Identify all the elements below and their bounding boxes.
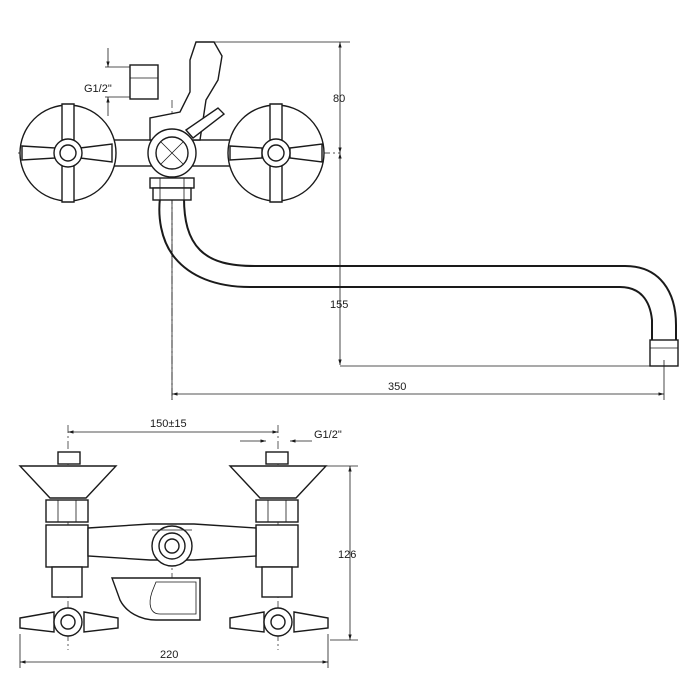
shower-outlet bbox=[129, 41, 226, 141]
left-flange bbox=[18, 465, 118, 499]
right-handle-arm-top bbox=[269, 103, 283, 141]
right-handle-arm-r bbox=[293, 611, 329, 633]
right-flange bbox=[228, 465, 328, 499]
right-handle-arm-left bbox=[229, 145, 263, 161]
right-handle-arm-bottom bbox=[269, 165, 283, 203]
dim-width-label: 220 bbox=[160, 649, 178, 661]
front-thread-dimension: G1/2" bbox=[240, 429, 342, 443]
left-valve bbox=[19, 103, 117, 203]
left-handle-hub-front bbox=[53, 607, 83, 637]
dimension-220: 220 bbox=[19, 634, 329, 668]
left-handle-hub bbox=[53, 138, 83, 168]
top-thread-dimension: G1/2" bbox=[84, 48, 130, 116]
left-valve-stem bbox=[51, 566, 83, 598]
left-handle-arm-r bbox=[83, 611, 119, 633]
left-handle-arm-l bbox=[19, 611, 55, 633]
left-handle-arm-top bbox=[61, 103, 75, 141]
dim-height-label: 126 bbox=[338, 549, 356, 561]
left-handle-arm-bottom bbox=[61, 165, 75, 203]
dim-height-top-label: 80 bbox=[333, 93, 345, 105]
right-valve-front bbox=[228, 451, 329, 637]
dimension-126: 126 bbox=[300, 465, 358, 641]
right-handle-arm-l bbox=[229, 611, 265, 633]
dimension-150: 150±15 bbox=[68, 418, 278, 434]
top-thread-label: G1/2" bbox=[84, 83, 112, 95]
dim-center-distance-label: 150±15 bbox=[150, 418, 187, 430]
left-valve-body bbox=[45, 524, 89, 568]
left-handle-arm-left bbox=[21, 145, 57, 161]
right-valve-body bbox=[255, 524, 299, 568]
right-valve bbox=[227, 103, 325, 203]
dimension-80: 80 bbox=[205, 41, 350, 153]
left-valve-front bbox=[18, 451, 119, 637]
outlet-nipple bbox=[129, 64, 159, 100]
spout-swivel-nut bbox=[149, 177, 195, 201]
right-handle-arm-right bbox=[289, 143, 323, 163]
spout-bracket bbox=[111, 577, 201, 621]
diverter-knob bbox=[147, 128, 197, 178]
left-hex-nut bbox=[45, 499, 89, 523]
right-handle-hub-front bbox=[263, 607, 293, 637]
dimension-350: 350 bbox=[171, 200, 665, 400]
front-thread-label: G1/2" bbox=[314, 429, 342, 441]
left-handle-arm-right bbox=[79, 143, 113, 163]
spout bbox=[158, 197, 679, 367]
right-hex-nut bbox=[255, 499, 299, 523]
dimension-155: 155 bbox=[330, 153, 650, 367]
diverter-lever bbox=[184, 107, 226, 139]
top-view: G1/2" 80 155 350 bbox=[18, 41, 679, 400]
right-valve-stem bbox=[261, 566, 293, 598]
front-view: 150±15 G1/2" bbox=[18, 418, 358, 668]
right-handle-hub bbox=[261, 138, 291, 168]
dim-spout-length-label: 350 bbox=[388, 381, 406, 393]
dim-height-spout-label: 155 bbox=[330, 299, 348, 311]
front-center-outlet bbox=[151, 525, 193, 567]
